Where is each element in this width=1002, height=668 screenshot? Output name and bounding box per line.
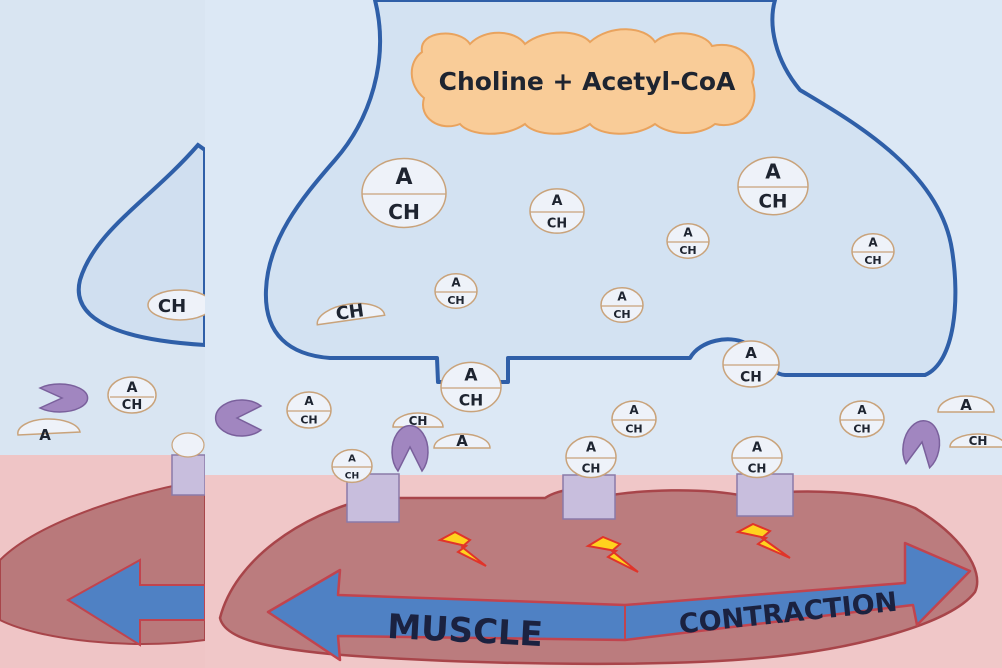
choline-label: CH [388,200,420,224]
bound-acetylcholine: A CH [331,448,373,484]
acetylcholine-molecule: A CH [529,188,585,234]
choline-label: CH [447,294,464,307]
receptor-middle [562,474,616,520]
acetate-fragment: A [433,432,491,450]
acetylcholine-molecule: A CH [851,233,895,269]
precursor-label: Choline + Acetyl-CoA [439,67,736,96]
ghost-acetyl-choline: A CH [107,376,157,414]
acetylcholine-molecule: A CH [666,223,710,259]
acetate-label: A [960,396,972,414]
bound-acetylcholine: A CH [565,435,617,479]
choline-label: CH [625,423,642,436]
choline-fragment: CH [949,433,1002,448]
acetate-label: A [629,403,639,417]
released-acetylcholine: A CH [440,361,502,413]
acetate-label: A [552,193,563,209]
acetate-label: A [868,235,878,249]
acetylcholinesterase-enzyme [214,399,263,437]
choline-label: CH [613,308,630,321]
cleft-acetylcholine: A CH [611,400,657,438]
ghost-acetate-label: A [39,426,51,444]
muscle-label: MUSCLE [386,607,544,655]
released-acetylcholine: A CH [722,340,780,388]
acetate-label: A [395,165,412,190]
choline-label: CH [582,462,601,476]
receptor-right [736,473,794,517]
ghost-enzyme [38,383,89,413]
acetate-label: A [745,344,757,362]
choline-label: CH [748,462,767,476]
choline-label: CH [740,369,762,385]
acetate-label: A [617,289,627,303]
acetylcholine-molecule: A CH [434,273,478,309]
choline-label: CH [459,391,484,410]
acetate-label: A [752,441,762,456]
acetylcholine-vesicle-large: A CH [361,157,447,229]
acetylcholine-vesicle-large: A CH [737,156,809,216]
lightning-bolt-icon [585,535,639,573]
acetate-label: A [765,159,781,183]
ghost-ch-label: CH [122,398,142,413]
lightning-bolt-icon [735,522,791,559]
acetylcholine-molecule: A CH [600,287,644,323]
enzyme-pacman-icon [38,383,89,413]
choline-fragment: CH [316,300,386,326]
ghost-choline-molecule: CH [147,289,205,321]
bound-acetylcholine: A CH [731,435,783,479]
choline-label: CH [969,434,988,448]
choline-label: CH [334,300,365,325]
enzyme-pacman-icon [391,424,429,473]
ghost-choline-label: CH [158,296,186,317]
choline-label: CH [300,414,317,427]
choline-label: CH [409,414,428,428]
ghost-strip: CH A CH A [0,0,205,668]
choline-label: CH [679,244,696,257]
cleft-acetylcholine: A CH [286,391,332,429]
choline-label: CH [547,217,567,232]
acetate-label: A [348,454,356,465]
acetate-label: A [451,275,461,289]
ghost-acetate: A [17,418,81,444]
ghost-arrow [66,558,205,647]
ghost-a-label: A [127,380,138,396]
choline-fragment: CH [392,412,444,428]
choline-label: CH [864,254,881,267]
ghost-receptor [171,432,205,496]
contraction-arrow [266,541,972,662]
acetate-label: A [304,394,314,408]
acetate-label: A [586,441,596,456]
cleft-acetylcholine: A CH [839,400,885,438]
precursor-cloud: Choline + Acetyl-CoA [410,28,756,135]
enzyme-pacman-icon [214,399,263,437]
enzyme-pacman-icon [902,420,941,470]
acetylcholinesterase-enzyme [902,420,941,470]
main-panel: Choline + Acetyl-CoA MUSCLE CONTRACTION … [205,0,1002,668]
lightning-bolt-icon [437,530,487,567]
choline-label: CH [345,470,359,481]
acetate-label: A [464,365,478,385]
acetate-label: A [683,225,693,239]
choline-label: CH [853,423,870,436]
acetate-fragment: A [937,395,995,414]
choline-label: CH [759,192,788,213]
acetylcholinesterase-enzyme [391,424,429,473]
acetate-label: A [857,403,867,417]
acetate-label: A [456,432,468,450]
